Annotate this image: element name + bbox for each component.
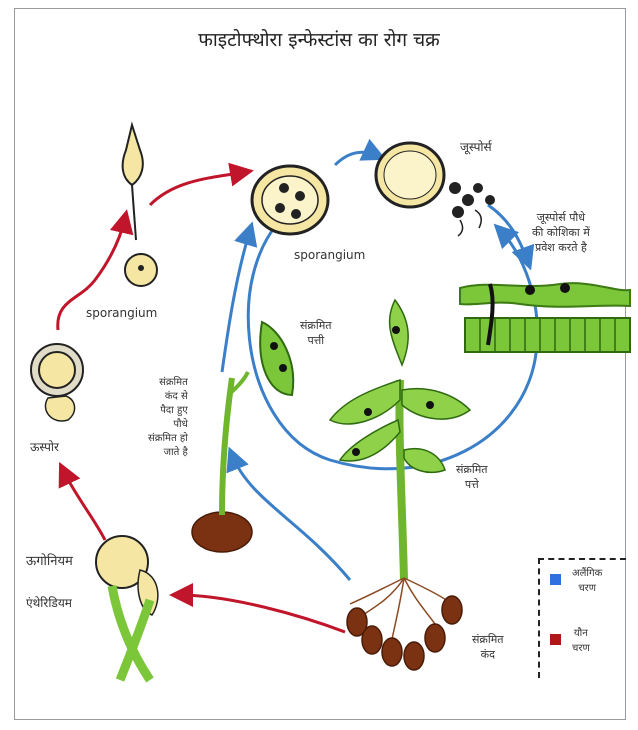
label-sporangium-center: sporangium — [294, 248, 365, 263]
sporangium-top-illustration — [376, 143, 495, 236]
legend-label-sexual-line1: यौन — [572, 626, 590, 641]
sporangium-left-illustration — [123, 125, 157, 286]
label-infected-leaf-top: संक्रमित पत्ती — [300, 318, 332, 348]
legend-label-asexual-line1: अलैंगिक — [572, 566, 602, 581]
infected-tubers-illustration — [347, 596, 462, 670]
label-oospore: ऊस्पोर — [30, 440, 59, 455]
label-infected-leaf-top-line1: संक्रमित — [300, 318, 332, 333]
label-tuber-plant-line1: संक्रमित — [148, 376, 188, 390]
label-sporangium-left: sporangium — [86, 306, 157, 321]
arrow-sporangium-to-top — [335, 152, 378, 165]
label-zoospores: जूस्पोर्स — [460, 140, 492, 155]
label-tuber-plant-line2: कंद से — [148, 390, 188, 404]
label-infected-leaf-right-line1: संक्रमित — [456, 462, 488, 477]
legend-swatch-sexual — [550, 634, 561, 645]
oogonium-illustration — [96, 536, 158, 680]
legend-label-sexual-line2: चरण — [572, 641, 590, 656]
arrow-tuber-to-oogonium — [178, 595, 345, 632]
label-zoospores-enter: जूस्पोर्स पौधे की कोशिका में प्रवेश करते… — [532, 210, 590, 255]
label-antheridium: एंथेरिडियम — [26, 596, 72, 611]
label-tuber-plant-line4: पौधे — [148, 418, 188, 432]
label-zoospores-enter-line1: जूस्पोर्स पौधे — [532, 210, 590, 225]
legend-label-asexual: अलैंगिक चरण — [572, 566, 602, 596]
legend-label-sexual: यौन चरण — [572, 626, 590, 656]
arrow-sporangium-to-sporangium — [150, 172, 245, 205]
legend-swatch-asexual — [550, 574, 561, 585]
arrow-sprout-to-sporangium — [222, 230, 250, 372]
label-zoospores-enter-line3: प्रवेश करते है — [532, 240, 590, 255]
legend-label-asexual-line2: चरण — [572, 581, 602, 596]
label-infected-tuber-line2: कंद — [472, 647, 504, 662]
label-tuber-plant-line3: पैदा हुए — [148, 404, 188, 418]
legend: अलैंगिक चरण यौन चरण — [538, 558, 626, 678]
arrow-tuber-to-sprout — [232, 455, 350, 580]
sprouting-tuber-illustration — [192, 372, 252, 552]
oospore-illustration — [31, 344, 83, 421]
sporangium-center-illustration — [252, 166, 328, 234]
label-infected-tuber: संक्रमित कंद — [472, 632, 504, 662]
label-tuber-plant-line6: जाते है — [148, 446, 188, 460]
label-infected-leaf-top-line2: पत्ती — [300, 333, 332, 348]
label-zoospores-enter-line2: की कोशिका में — [532, 225, 590, 240]
infected-leaf-illustration — [260, 322, 293, 395]
leaf-tissue-illustration — [460, 283, 630, 352]
arrow-oogonium-to-oospore — [63, 470, 105, 540]
label-infected-leaf-right-line2: पत्ते — [456, 477, 488, 492]
arrow-zoospore-to-leafcells — [488, 205, 528, 262]
label-infected-tuber-line1: संक्रमित — [472, 632, 504, 647]
label-oogonium: ऊगोनियम — [26, 554, 73, 569]
label-infected-leaf-right: संक्रमित पत्ते — [456, 462, 488, 492]
label-tuber-plant-line5: संक्रमित हो — [148, 432, 188, 446]
label-tuber-plant: संक्रमित कंद से पैदा हुए पौधे संक्रमित ह… — [148, 376, 188, 460]
